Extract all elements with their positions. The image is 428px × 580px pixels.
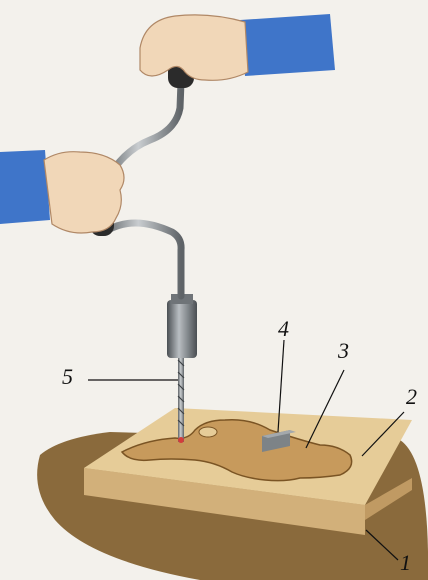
lower-hand bbox=[44, 152, 124, 233]
label-5-drill-bit: 5 bbox=[62, 366, 73, 388]
label-1-workbench: 1 bbox=[400, 552, 411, 574]
chuck bbox=[167, 300, 197, 358]
lower-sleeve bbox=[0, 150, 50, 224]
upper-sleeve bbox=[240, 14, 335, 76]
label-2-board: 2 bbox=[406, 386, 417, 408]
upper-hand bbox=[140, 15, 248, 80]
label-4-stop: 4 bbox=[278, 318, 289, 340]
hole-in-workpiece bbox=[199, 427, 217, 437]
label-3-workpiece: 3 bbox=[338, 340, 349, 362]
